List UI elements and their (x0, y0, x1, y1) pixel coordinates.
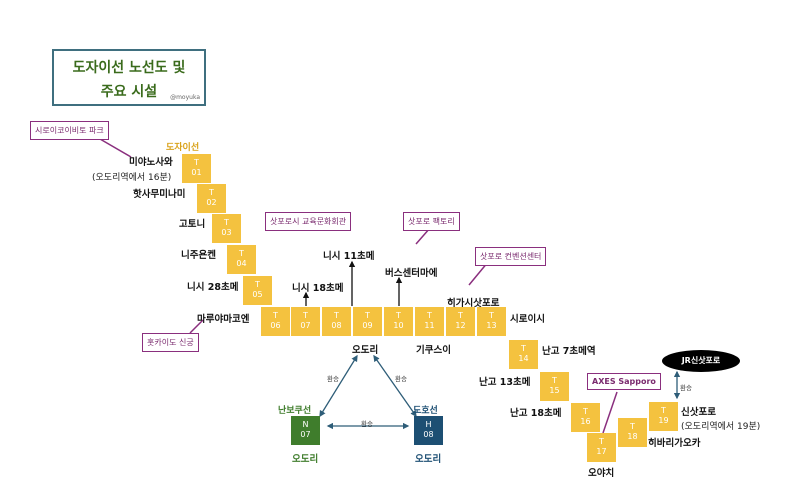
label-t08: 니시 11초메 (323, 251, 375, 262)
facility-hokkaido-shrine[interactable]: 홋카이도 신궁 (142, 333, 199, 352)
tozai-line-label: 도자이선 (166, 143, 200, 153)
namboku-line-label: 난보쿠선 (278, 406, 312, 416)
jr-shin-sapporo-oval[interactable]: JR신삿포로 (662, 350, 740, 372)
title-box: 도자이선 노선도 및 주요 시설 @moyuka (52, 49, 206, 106)
label-t15: 난고 13초메 (479, 377, 531, 388)
note-t01: (오도리역에서 16분) (92, 173, 172, 183)
transfer-odori-toho (373, 354, 417, 418)
transfer-label-bottom: 환승 (361, 420, 373, 428)
facility-axes-sapporo[interactable]: AXES Sapporo (587, 373, 661, 390)
transfer-label-left: 환승 (327, 375, 339, 383)
facility-culture-hall[interactable]: 삿포로시 교육문화회관 (265, 212, 352, 231)
label-t06: 마루야마코엔 (197, 314, 250, 325)
label-t13: 시로이시 (510, 314, 545, 325)
label-t17: 오야치 (588, 468, 615, 479)
label-t02: 핫사무미나미 (133, 189, 186, 200)
label-h08: 오도리 (415, 454, 442, 465)
title-credit: @moyuka (170, 94, 200, 101)
label-t05: 니시 28초메 (187, 282, 239, 293)
facility-sapporo-factory[interactable]: 삿포로 팩토리 (403, 212, 460, 231)
title-line2: 주요 시설 (100, 84, 158, 100)
pointer-shiroi (99, 138, 132, 158)
label-t07: 니시 18초메 (292, 283, 344, 294)
label-t11: 기쿠스이 (416, 345, 451, 356)
title-line1: 도자이선 노선도 및 (72, 60, 186, 76)
toho-line-label: 도호선 (413, 406, 438, 416)
note-t19: (오도리역에서 19분) (681, 422, 761, 432)
label-t04: 니주욘켄 (181, 250, 216, 261)
pointer-axes (602, 391, 618, 434)
label-t14: 난고 7초메역 (542, 346, 596, 357)
label-n07: 오도리 (292, 454, 319, 465)
transfer-odori-namboku (319, 354, 358, 418)
facility-shiroi-koibito-park[interactable]: 시로이코이비토 파크 (30, 121, 109, 140)
transfer-label-jr: 환승 (680, 384, 692, 392)
pointer-hokkaido (189, 319, 204, 334)
label-t01: 미야노사와 (129, 157, 173, 168)
transfer-label-right: 환승 (395, 375, 407, 383)
label-t10: 버스센터마에 (385, 268, 438, 279)
label-t16: 난고 18초메 (510, 408, 562, 419)
label-t03: 고토니 (179, 219, 206, 230)
label-t19: 신삿포로 (681, 407, 716, 418)
label-t09: 오도리 (352, 345, 379, 356)
label-t18: 히바리가오카 (648, 438, 701, 449)
facility-convention-center[interactable]: 삿포로 컨벤션센터 (475, 247, 547, 266)
label-t12: 히가시삿포로 (447, 298, 500, 309)
